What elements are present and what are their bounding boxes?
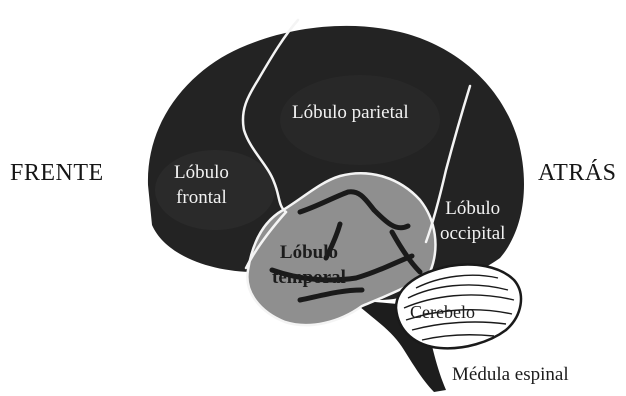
occipital-lobe-label-line2: occipital [440,221,505,246]
frontal-lobe-label-line2: frontal [174,185,229,210]
spinal-cord-label: Médula espinal [452,362,569,387]
occipital-lobe-label-line1: Lóbulo [440,196,505,221]
temporal-lobe-label-line1: Lóbulo [272,240,346,265]
parietal-lobe-label: Lóbulo parietal [292,100,409,125]
temporal-lobe-label: Lóbulo temporal [272,240,346,290]
temporal-lobe-label-line2: temporal [272,265,346,290]
occipital-lobe-label: Lóbulo occipital [440,196,505,246]
back-label: ATRÁS [538,160,617,187]
frontal-lobe-label-line1: Lóbulo [174,160,229,185]
front-label: FRENTE [10,160,104,187]
frontal-lobe-label: Lóbulo frontal [174,160,229,210]
cerebellum-label: Cerebelo [410,300,475,325]
